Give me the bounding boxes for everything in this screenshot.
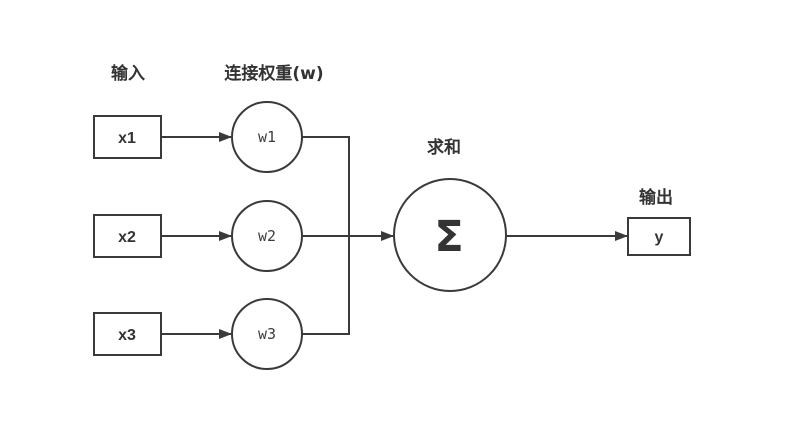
connector-w3-sum	[302, 236, 350, 335]
output-label-y: y	[655, 229, 664, 246]
section-label-output: 输出	[639, 187, 673, 208]
weight-node-w2: w2	[231, 200, 303, 272]
output-box-y	[627, 217, 691, 256]
input-box-x3	[93, 312, 162, 356]
input-node-x1: x1	[93, 115, 162, 159]
sigma-symbol: Σ	[434, 212, 463, 262]
weight-node-w1: w1	[231, 101, 303, 173]
input-box-x1	[93, 115, 162, 159]
input-node-x2: x2	[93, 214, 162, 258]
weight-node-w3: w3	[231, 298, 303, 370]
input-label-x1: x1	[118, 130, 136, 147]
section-label-input: 输入	[111, 63, 145, 84]
sum-node: Σ	[393, 178, 507, 292]
output-node-y: y	[627, 217, 691, 256]
input-label-x2: x2	[118, 229, 136, 246]
section-label-sum: 求和	[427, 137, 461, 158]
input-node-x3: x3	[93, 312, 162, 356]
input-label-x3: x3	[118, 327, 136, 344]
input-box-x2	[93, 214, 162, 258]
sum-circle	[393, 178, 507, 292]
weight-label-w1: w1	[258, 128, 276, 146]
weight-circle-w1	[231, 101, 303, 173]
connector-w1-sum	[302, 136, 350, 236]
weight-circle-w3	[231, 298, 303, 370]
section-label-weights: 连接权重(w)	[224, 63, 323, 84]
weight-circle-w2	[231, 200, 303, 272]
weight-label-w3: w3	[258, 325, 276, 343]
weight-label-w2: w2	[258, 227, 276, 245]
